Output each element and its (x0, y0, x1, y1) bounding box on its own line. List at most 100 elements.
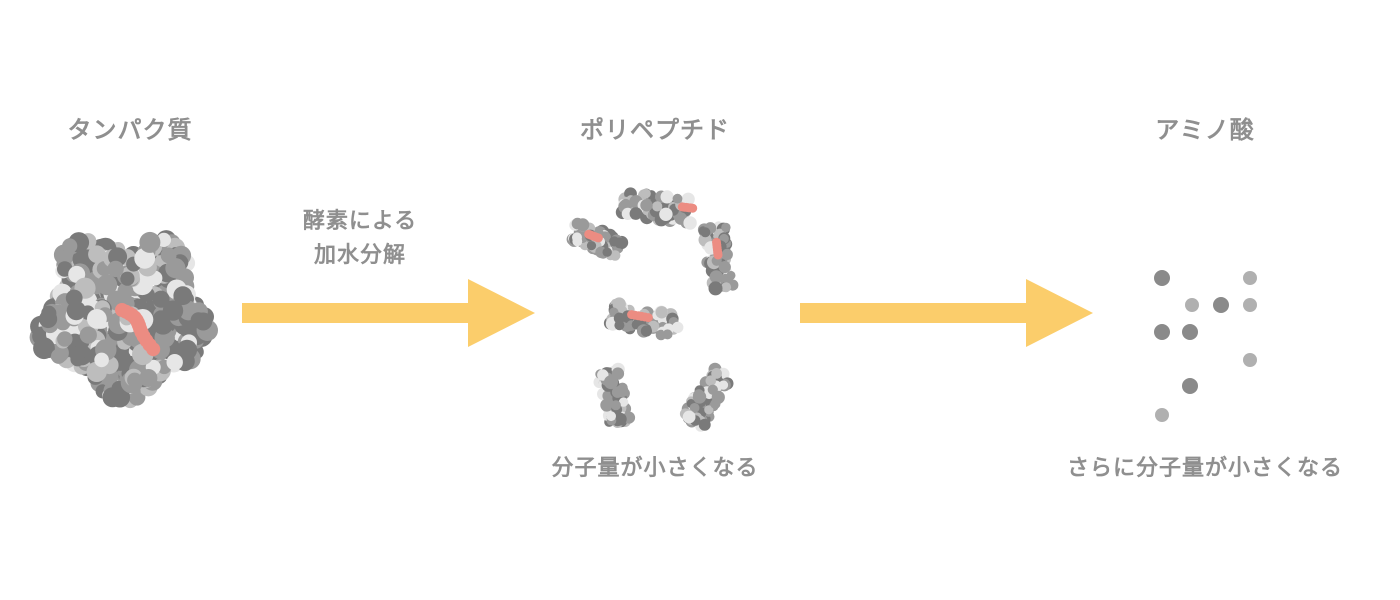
polypeptide-fragment-icon (593, 362, 636, 428)
atom-sphere (107, 260, 124, 278)
atom-sphere (721, 282, 732, 293)
polypeptide-fragment-icon (566, 217, 629, 261)
atom-sphere (672, 321, 684, 334)
atom-sphere (610, 400, 621, 411)
amino-acid-title: アミノ酸 (1155, 116, 1255, 144)
atom-sphere (700, 227, 711, 238)
atom-sphere (641, 188, 651, 199)
atom-sphere (604, 375, 618, 390)
atom-sphere (194, 312, 213, 331)
arrow-right-icon (242, 279, 535, 347)
amino-acid-caption: さらに分子量が小さくなる (1066, 456, 1343, 481)
atom-sphere (609, 236, 620, 247)
atom-sphere (629, 207, 643, 220)
amino-acid-dot-icon (1243, 298, 1257, 312)
amino-acid-group (1154, 270, 1257, 422)
amino-acid-dot-icon (1185, 298, 1199, 312)
amino-acid-dot-icon (1213, 297, 1229, 313)
amino-acid-dot-icon (1243, 353, 1257, 367)
atom-sphere (602, 247, 612, 257)
atom-sphere (614, 320, 625, 331)
atom-sphere (689, 403, 700, 413)
atom-sphere (102, 387, 123, 408)
atom-sphere (176, 339, 198, 360)
atom-sphere (57, 331, 73, 347)
polypeptide-title: ポリペプチド (580, 116, 730, 144)
atom-sphere (705, 375, 717, 387)
polypeptide-fragment-icon (615, 187, 698, 230)
atom-sphere (39, 309, 58, 329)
atom-sphere (152, 290, 170, 308)
amino-acid-dot-icon (1182, 378, 1198, 394)
atom-sphere (655, 306, 668, 319)
atom-sphere (586, 241, 597, 251)
atom-sphere (611, 386, 624, 398)
atom-sphere (688, 203, 698, 213)
atom-sphere (139, 369, 158, 387)
polypeptide-fragment-icon (679, 362, 734, 432)
atom-sphere (613, 412, 627, 426)
atom-sphere (618, 397, 629, 407)
atom-sphere (692, 390, 707, 404)
atom-sphere (707, 384, 718, 395)
atom-sphere (718, 380, 729, 390)
atom-sphere (96, 274, 118, 296)
atom-sphere (662, 329, 673, 340)
polypeptide-fragment-icon (697, 221, 739, 296)
atom-sphere (609, 250, 621, 261)
atom-sphere (156, 232, 171, 247)
atom-sphere (70, 352, 85, 367)
atom-sphere (79, 326, 97, 344)
atom-sphere (681, 192, 695, 206)
atom-sphere (51, 348, 67, 364)
atom-sphere (87, 309, 107, 329)
amino-acid-dot-icon (1182, 324, 1198, 340)
arrow-right-icon (800, 279, 1093, 347)
atom-sphere (166, 354, 183, 371)
atom-sphere (711, 368, 722, 379)
amino-acid-dot-icon (1154, 324, 1170, 340)
atom-sphere (88, 245, 106, 263)
atom-sphere (33, 337, 55, 360)
hydrolysis-caption-line2: 加水分解 (313, 243, 406, 268)
atom-sphere (572, 236, 583, 247)
atom-sphere (576, 218, 590, 232)
atom-sphere (146, 342, 161, 357)
hydrolysis-caption: 酵素による 加水分解 (270, 205, 450, 273)
atom-sphere (120, 271, 135, 286)
atom-sphere (173, 286, 193, 306)
atom-sphere (709, 270, 723, 284)
atom-sphere (698, 418, 711, 431)
protein-molecule-icon (29, 230, 218, 409)
atom-sphere (704, 405, 714, 415)
atom-sphere (640, 199, 653, 212)
amino-acid-dot-icon (1154, 270, 1170, 286)
atom-sphere (127, 372, 143, 388)
atom-sphere (640, 325, 653, 337)
atom-sphere (682, 410, 696, 424)
amino-acid-dot-icon (1243, 271, 1257, 285)
hydrolysis-caption-line1: 酵素による (302, 209, 418, 234)
atom-sphere (613, 312, 626, 324)
atom-sphere (162, 300, 184, 321)
atom-sphere (160, 247, 177, 264)
atom-sphere (593, 233, 603, 243)
atom-sphere (672, 193, 683, 204)
amino-acid-dot-icon (1155, 408, 1169, 422)
atom-sphere (659, 207, 673, 221)
atom-sphere (660, 190, 674, 204)
atom-sphere (713, 250, 723, 260)
protein-title: タンパク質 (67, 116, 193, 144)
atom-sphere (708, 281, 723, 296)
atom-sphere (721, 248, 733, 260)
atom-sphere (683, 216, 697, 230)
polypeptide-caption: 分子量が小さくなる (551, 456, 759, 481)
atom-sphere (65, 289, 83, 307)
atom-sphere (643, 313, 653, 323)
atom-sphere (94, 352, 109, 368)
atom-sphere (139, 231, 161, 253)
atom-sphere (652, 201, 663, 212)
atom-sphere (718, 261, 731, 274)
